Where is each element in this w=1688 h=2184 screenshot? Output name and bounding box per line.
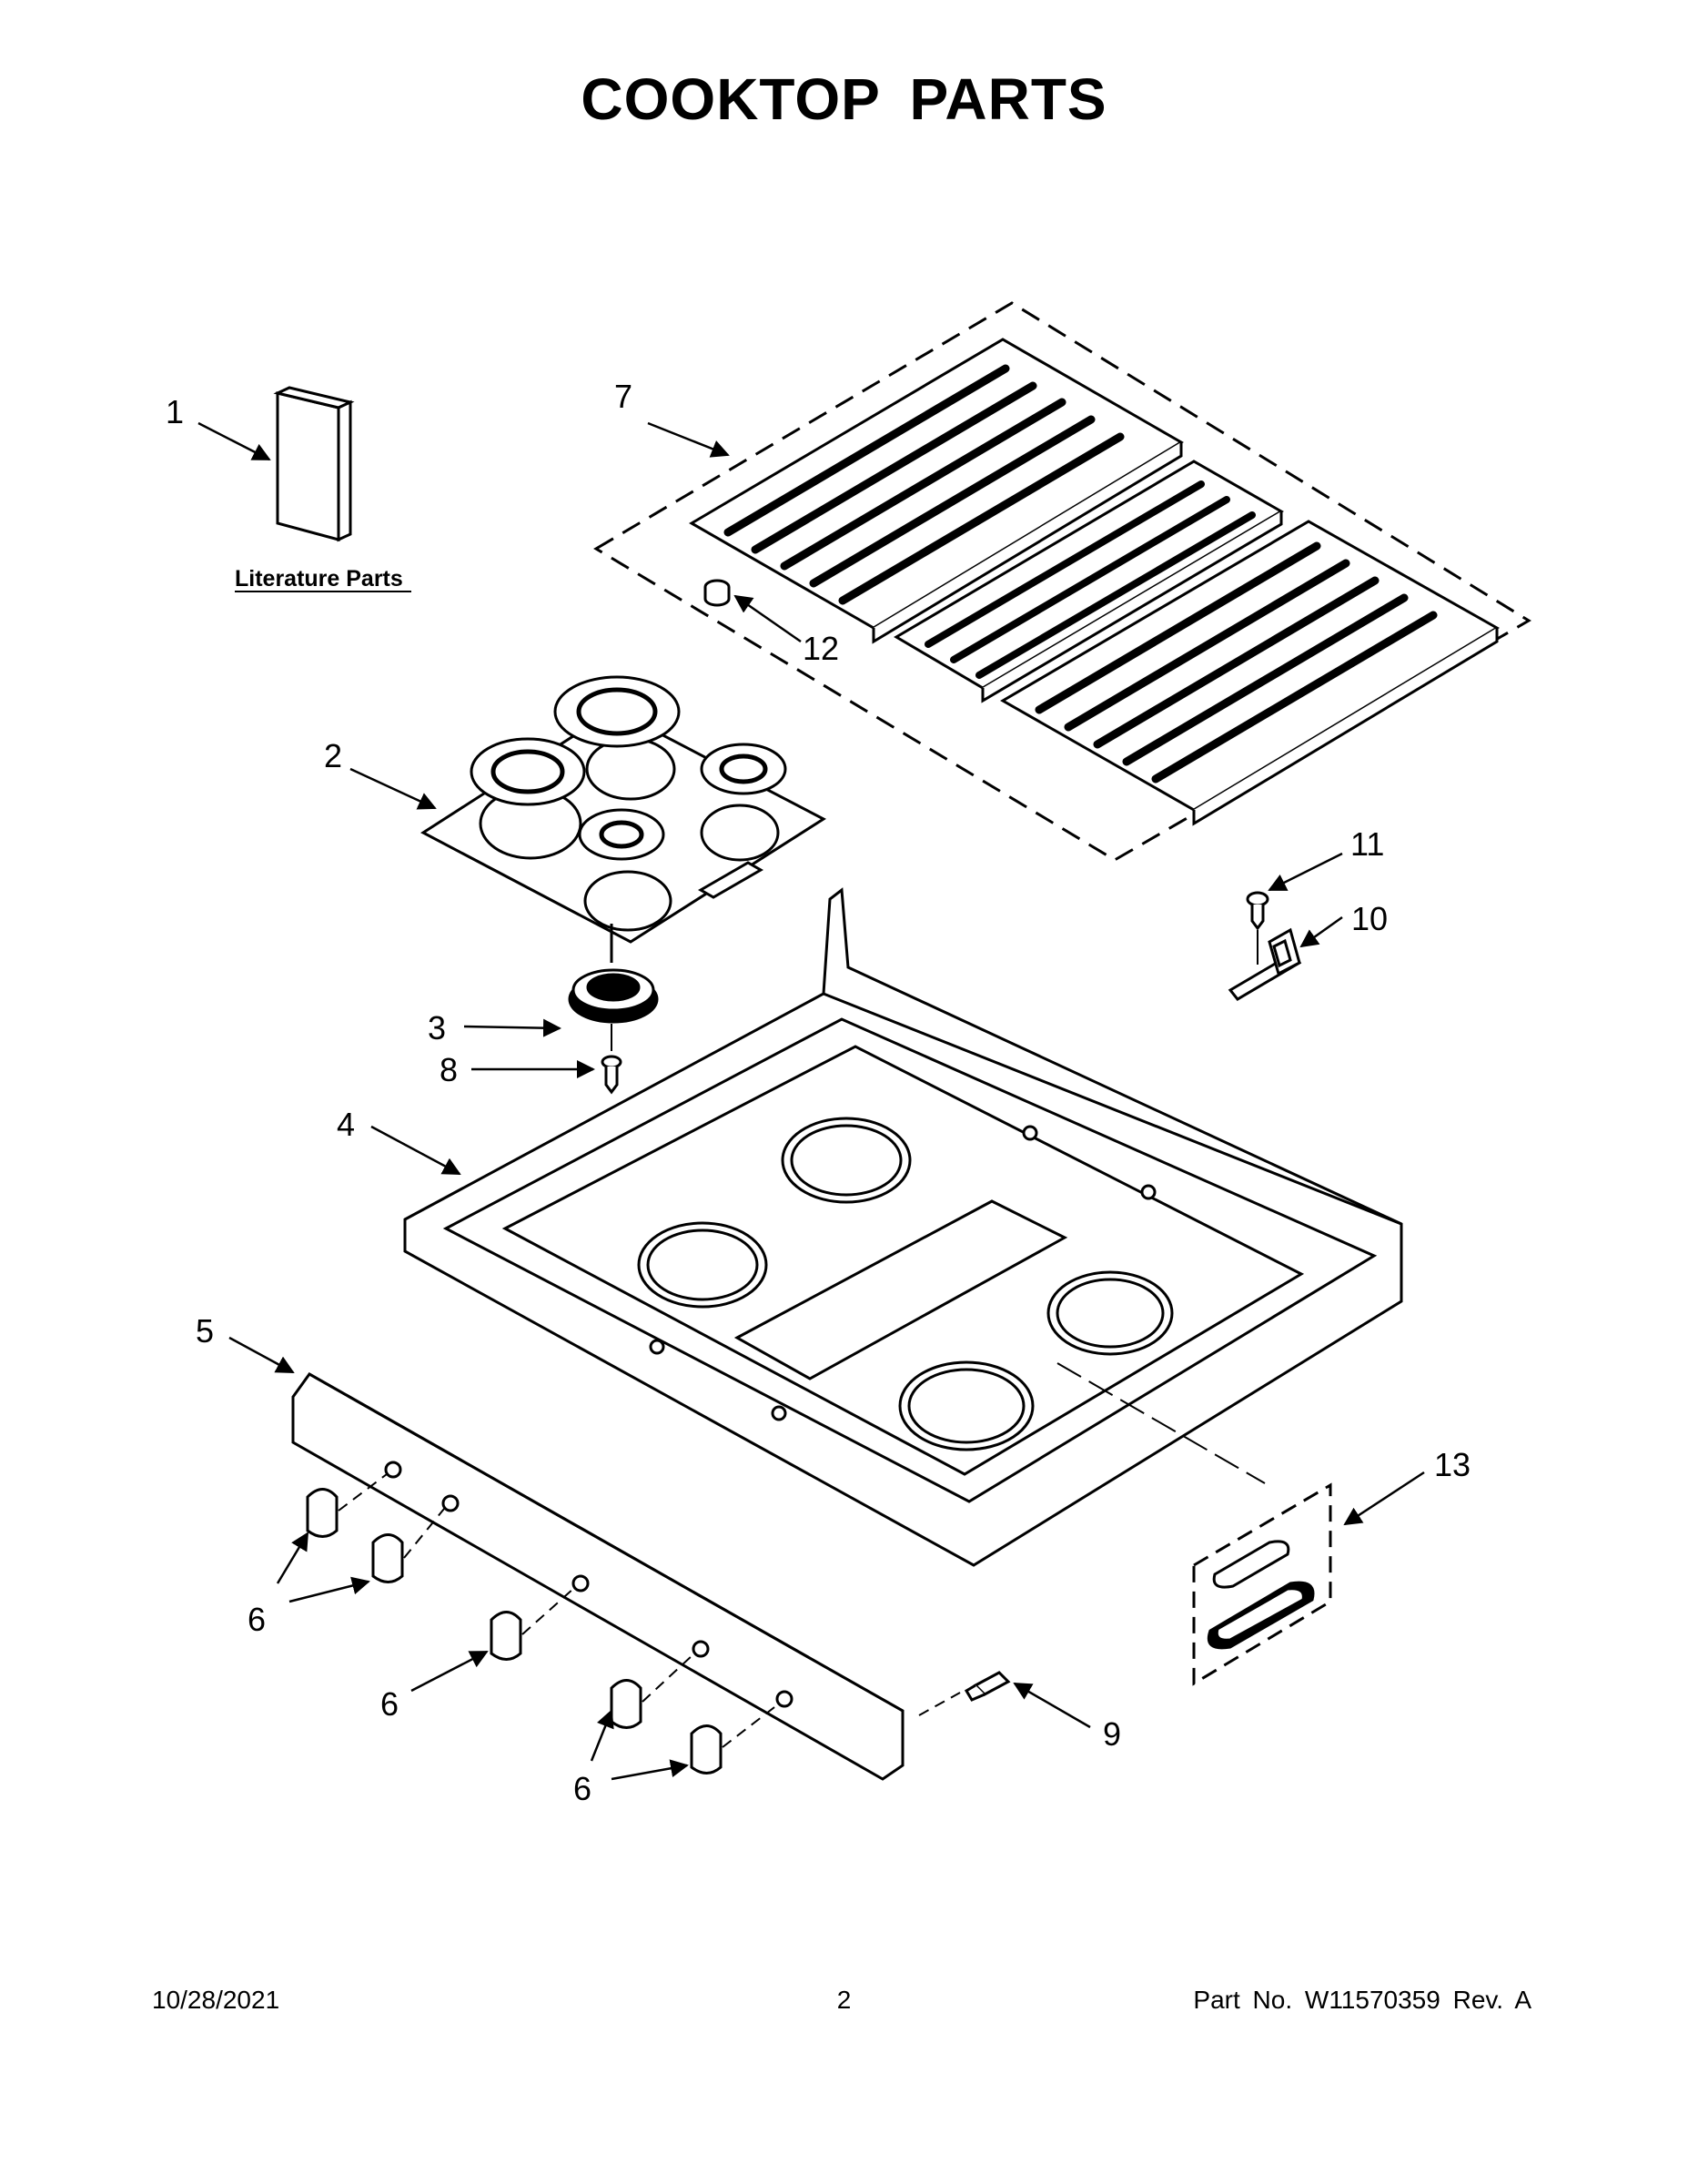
footer-date: 10/28/2021 <box>152 1986 280 2014</box>
bracket-icon <box>1228 927 1302 1001</box>
page-title: COOKTOP PARTS <box>581 66 1107 132</box>
callout-2: 2 <box>324 737 342 774</box>
footer-page-number: 2 <box>836 1986 852 2014</box>
knob-guide-lines <box>338 1473 779 1748</box>
callout-11: 11 <box>1350 825 1384 863</box>
literature-parts-label: Literature Parts <box>235 566 403 592</box>
igniter-kit-icon <box>1207 1540 1315 1650</box>
callout-13: 13 <box>1434 1446 1471 1483</box>
callout-1: 1 <box>166 393 184 430</box>
callout-6c: 6 <box>573 1770 591 1807</box>
callout-8: 8 <box>440 1051 458 1088</box>
igniter-guide-line <box>1056 1362 1266 1484</box>
callout-4: 4 <box>337 1106 355 1143</box>
screw-icon <box>1246 891 1269 931</box>
callout-5: 5 <box>196 1312 214 1350</box>
screw-guide-line <box>918 1692 961 1716</box>
callout-10: 10 <box>1351 900 1388 937</box>
callout-7: 7 <box>614 378 632 415</box>
callout-12: 12 <box>803 630 839 667</box>
screw-icon <box>964 1671 1011 1702</box>
callout-9: 9 <box>1103 1715 1121 1753</box>
footer-part-number: Part No. W11570359 Rev. A <box>1193 1986 1531 2014</box>
burner-cap-grid-icon <box>420 675 826 944</box>
grate-dashed-outline <box>593 301 1531 862</box>
callout-3: 3 <box>428 1009 446 1046</box>
screw-icon <box>601 1055 622 1095</box>
igniter-kit-dashed-outline <box>1192 1482 1332 1686</box>
grate-foot-icon <box>703 579 731 607</box>
callout-6a: 6 <box>248 1601 266 1638</box>
cooktop-panel-icon <box>403 887 1403 1567</box>
burner-base-icon <box>568 924 659 1051</box>
literature-book-icon <box>273 386 355 542</box>
burner-grate-icon <box>689 338 1500 826</box>
leader-arrows <box>197 421 1425 1781</box>
control-panel-strip-icon <box>291 1372 905 1781</box>
control-knob-icon <box>306 1488 723 1774</box>
callout-6b: 6 <box>380 1685 399 1723</box>
